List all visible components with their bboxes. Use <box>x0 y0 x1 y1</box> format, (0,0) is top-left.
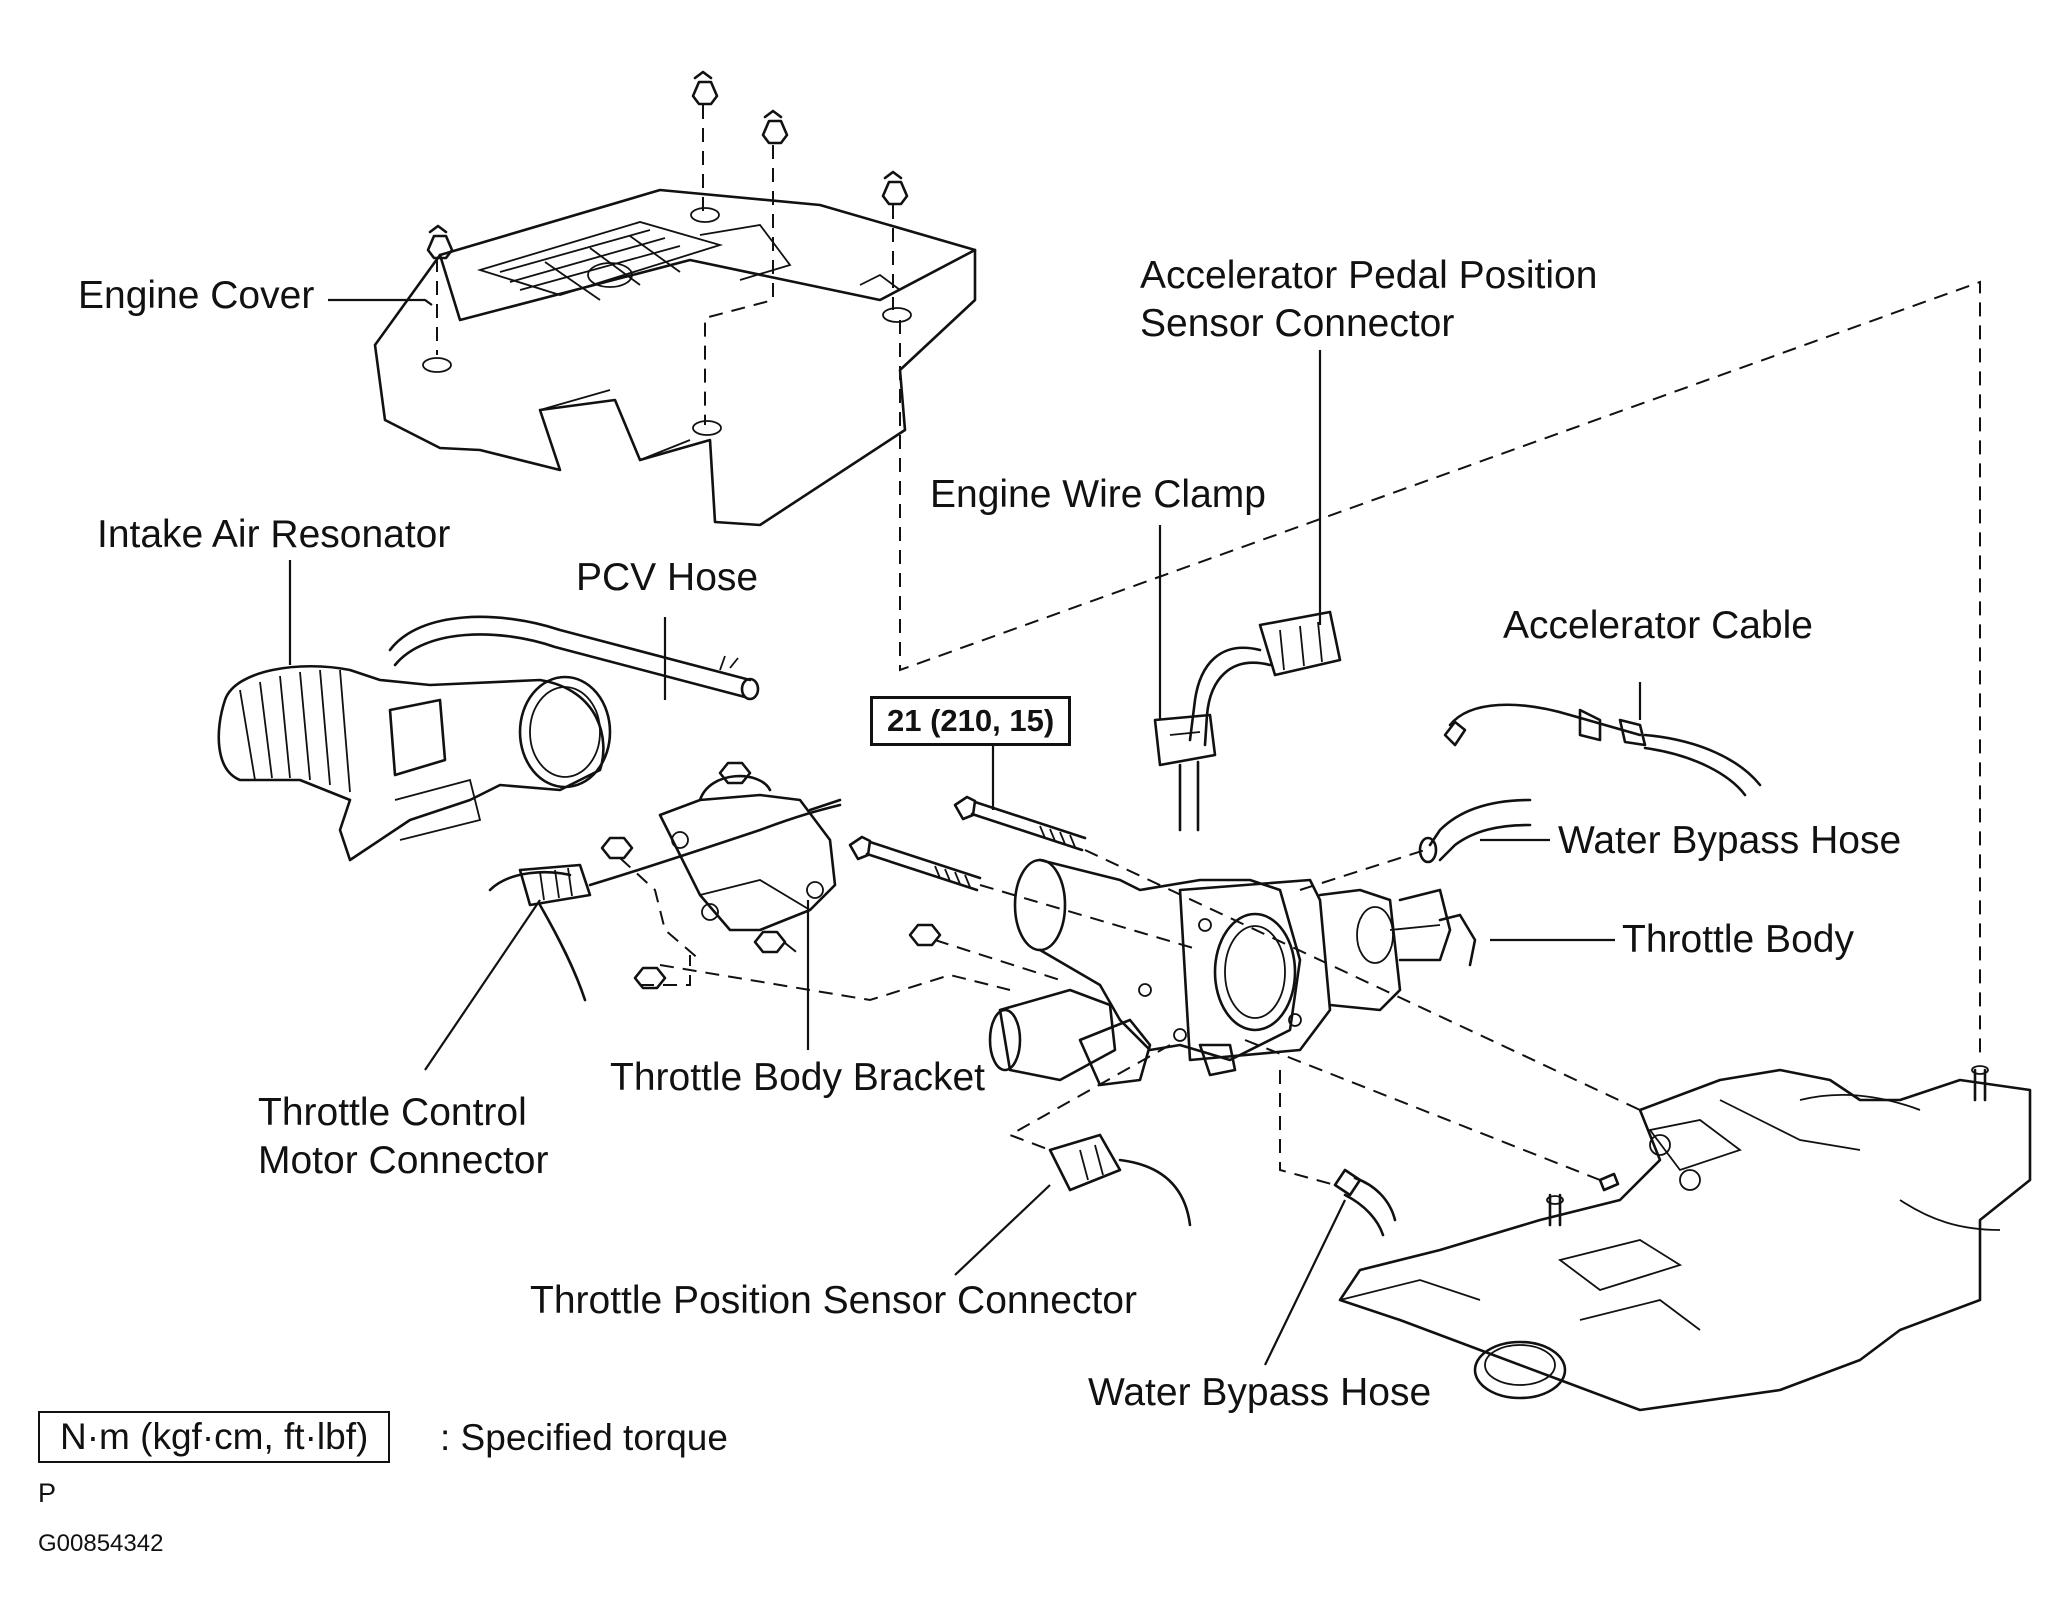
app-sensor-connector-label-line2: Sensor Connector <box>1140 302 1455 345</box>
assembly-guide-lines <box>436 105 1981 1186</box>
throttle-body-bracket-label: Throttle Body Bracket <box>610 1056 985 1099</box>
water-bypass-hose-upper-label: Water Bypass Hose <box>1558 819 1902 862</box>
throttle-control-motor-connector-part <box>488 803 842 1002</box>
throttle-body-bracket-part <box>658 774 842 932</box>
throttle-control-motor-connector-label-line2: Motor Connector <box>258 1139 549 1182</box>
intake-air-resonator-part <box>217 664 612 862</box>
torque-spec-box: 21 (210, 15) <box>870 696 1072 746</box>
tps-connector-part <box>1048 1133 1192 1227</box>
throttle-body-bolts <box>848 795 1087 892</box>
torque-legend-box: N·m (kgf·cm, ft·lbf) <box>38 1411 391 1463</box>
throttle-body-label: Throttle Body <box>1622 918 1854 961</box>
bracket-nuts <box>600 761 942 990</box>
engine-cover-part <box>373 188 977 527</box>
engine-cover-label: Engine Cover <box>78 274 315 317</box>
pcv-hose-part <box>388 615 760 701</box>
figure-id: G00854342 <box>38 1530 164 1557</box>
engine-wire-clamp-part <box>1153 713 1217 832</box>
torque-legend-description: : Specified torque <box>440 1417 728 1458</box>
cover-nuts <box>426 70 909 260</box>
tps-connector-label: Throttle Position Sensor Connector <box>530 1279 1137 1322</box>
throttle-body-part <box>988 858 1477 1087</box>
water-bypass-hose-lower-label: Water Bypass Hose <box>1088 1371 1432 1414</box>
code-letter: P <box>38 1478 57 1508</box>
leader-lines <box>288 298 1642 1366</box>
water-bypass-hose-upper-part <box>1418 798 1532 864</box>
app-sensor-connector-label-line1: Accelerator Pedal Position <box>1140 254 1598 297</box>
engine-wire-clamp-label: Engine Wire Clamp <box>930 473 1266 516</box>
throttle-control-motor-connector-label-line1: Throttle Control <box>258 1091 527 1134</box>
accelerator-cable-part <box>1443 703 1762 797</box>
app-sensor-connector-part <box>1188 610 1342 747</box>
intake-air-resonator-label: Intake Air Resonator <box>97 513 451 556</box>
intake-plenum-part <box>1338 1065 2032 1412</box>
pcv-hose-label: PCV Hose <box>576 556 759 599</box>
accelerator-cable-label: Accelerator Cable <box>1503 604 1813 647</box>
water-bypass-hose-lower-part <box>1333 1168 1397 1237</box>
